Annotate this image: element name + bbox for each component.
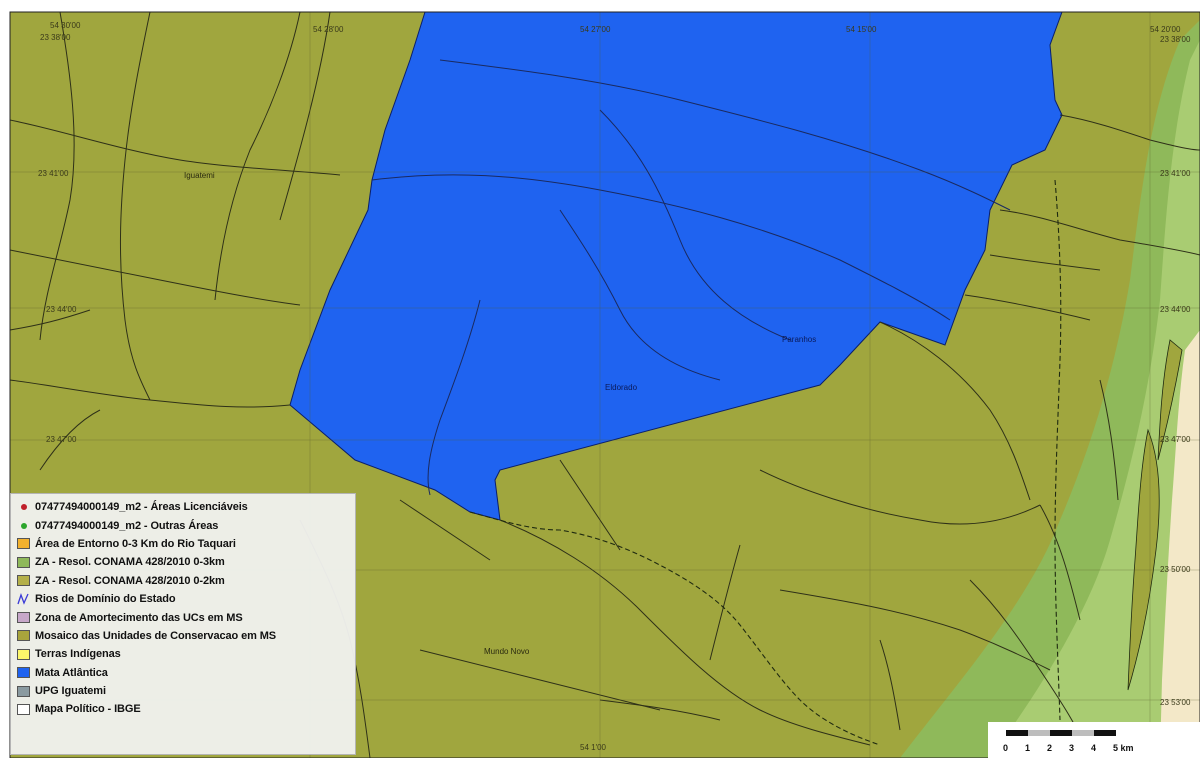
coord-left-3: 23 44'00	[46, 305, 77, 314]
legend-item-label: 07477494000149_m2 - Áreas Licenciáveis	[35, 501, 248, 514]
scale-label: 3	[1069, 743, 1075, 753]
legend-item[interactable]: ZA - Resol. CONAMA 428/2010 0-2km	[17, 572, 349, 590]
scale-segment	[1050, 730, 1072, 736]
coord-right-3: 23 44'00	[1160, 305, 1191, 314]
legend-item-label: Área de Entorno 0-3 Km do Rio Taquari	[35, 537, 236, 550]
coord-left-4: 23 47'00	[46, 435, 77, 444]
place-paranhos[interactable]: Paranhos	[782, 335, 816, 344]
legend-item[interactable]: Mosaico das Unidades de Conservacao em M…	[17, 627, 349, 645]
legend-swatch-icon	[17, 612, 30, 624]
river-islands-2	[1157, 339, 1183, 461]
legend-item[interactable]: ZA - Resol. CONAMA 428/2010 0-3km	[17, 553, 349, 571]
legend-item-label: UPG Iguatemi	[35, 685, 106, 698]
place-eldorado[interactable]: Eldorado	[605, 383, 638, 392]
coord-right-6: 23 53'00	[1160, 698, 1191, 707]
legend-swatch-icon	[17, 648, 30, 660]
rivers-mata	[371, 59, 1011, 496]
scale-label: 1	[1025, 743, 1031, 753]
gleba-east	[1160, 330, 1200, 758]
mata-atlantica-area[interactable]	[289, 11, 1063, 521]
legend-item[interactable]: 07477494000149_m2 - Áreas Licenciáveis	[17, 498, 349, 516]
boundary-east	[1054, 179, 1062, 721]
coord-top-3: 54 27'00	[580, 25, 611, 34]
coord-top-5: 54 20'00	[1150, 25, 1181, 34]
river-islands	[1127, 428, 1160, 691]
legend-item[interactable]: Área de Entorno 0-3 Km do Rio Taquari	[17, 535, 349, 553]
legend-item-label: 07477494000149_m2 - Outras Áreas	[35, 519, 219, 532]
legend-river-icon	[17, 593, 30, 605]
place-mundo-novo[interactable]: Mundo Novo	[484, 647, 530, 656]
coordinate-grid	[10, 12, 1200, 758]
coord-bottom-1: 54 1'00	[580, 743, 607, 752]
map-legend: 07477494000149_m2 - Áreas Licenciáveis 07…	[10, 493, 356, 755]
legend-swatch-icon	[17, 538, 30, 550]
legend-swatch-icon	[17, 703, 30, 715]
coord-top-4: 54 15'00	[846, 25, 877, 34]
legend-item[interactable]: UPG Iguatemi	[17, 682, 349, 700]
legend-swatch-icon	[17, 575, 30, 587]
scale-segment	[1028, 730, 1050, 736]
coord-right-5: 23 50'00	[1160, 565, 1191, 574]
coord-right-4: 23 47'00	[1160, 435, 1191, 444]
legend-item-label: Mata Atlântica	[35, 666, 108, 679]
legend-swatch-icon	[17, 667, 30, 679]
scale-label: 4	[1091, 743, 1097, 753]
legend-point-icon	[17, 520, 30, 531]
legend-point-icon	[17, 502, 30, 513]
map-border	[9, 11, 1200, 758]
coord-right-1: 23 38'00	[1160, 35, 1191, 44]
legend-item[interactable]: Mata Atlântica	[17, 664, 349, 682]
legend-item-label: Mosaico das Unidades de Conservacao em M…	[35, 629, 277, 642]
place-iguatemi[interactable]: Iguatemi	[184, 171, 215, 180]
legend-item-label: Mapa Político - IBGE	[35, 703, 141, 716]
legend-item-label: Terras Indígenas	[35, 648, 121, 661]
coord-left-1: 23 38'00	[40, 33, 71, 42]
legend-item[interactable]: 07477494000149_m2 - Outras Áreas	[17, 516, 349, 534]
scale-segment	[1094, 730, 1116, 736]
coord-left-2: 23 41'00	[38, 169, 69, 178]
legend-swatch-icon	[17, 556, 30, 568]
coord-right-2: 23 41'00	[1160, 169, 1191, 178]
legend-item[interactable]: Rios de Domínio do Estado	[17, 590, 349, 608]
scale-segment	[1006, 730, 1028, 736]
legend-item-label: ZA - Resol. CONAMA 428/2010 0-3km	[35, 556, 225, 569]
legend-item[interactable]: Zona de Amortecimento das UCs em MS	[17, 608, 349, 626]
legend-item-label: ZA - Resol. CONAMA 428/2010 0-2km	[35, 574, 225, 587]
municipal-boundary	[469, 511, 881, 746]
coord-top-1: 54 30'00	[50, 21, 81, 30]
legend-swatch-icon	[17, 685, 30, 697]
scale-label: 2	[1047, 743, 1053, 753]
scale-segment	[1072, 730, 1094, 736]
scale-bar: 0 1 2 3 4 5 km	[988, 722, 1200, 758]
legend-item[interactable]: Mapa Político - IBGE	[17, 700, 349, 718]
legend-item[interactable]: Terras Indígenas	[17, 645, 349, 663]
coord-top-2: 54 28'00	[313, 25, 344, 34]
scale-label: 5 km	[1113, 743, 1134, 753]
legend-item-label: Zona de Amortecimento das UCs em MS	[35, 611, 243, 624]
legend-swatch-icon	[17, 630, 30, 642]
scale-label: 0	[1003, 743, 1009, 753]
legend-item-label: Rios de Domínio do Estado	[35, 593, 176, 606]
